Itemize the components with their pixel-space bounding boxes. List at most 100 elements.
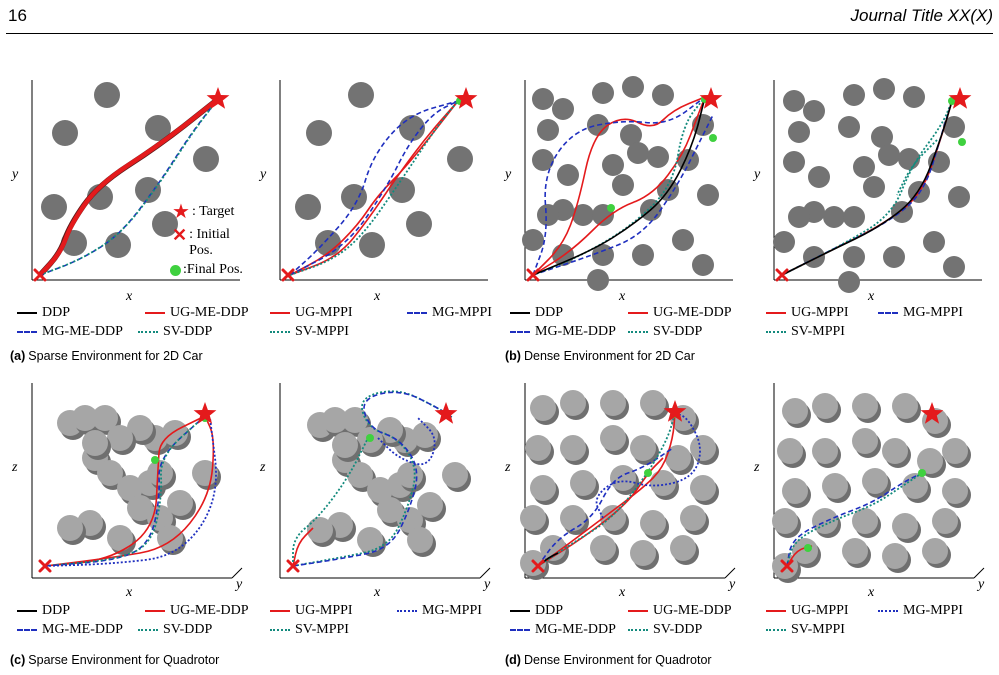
legend-item-mg-me-ddp: MG-ME-DDP	[17, 324, 123, 340]
final-annotation: :Final Pos.	[170, 262, 243, 278]
obstacle	[627, 142, 649, 164]
obstacle	[307, 517, 333, 543]
obstacle	[322, 407, 348, 433]
obstacle	[812, 393, 838, 419]
legend-item-mg-me-ddp: MG-ME-DDP	[17, 622, 123, 638]
legend-swatch	[270, 331, 290, 333]
caption-a: (a)Sparse Environment for 2D Car	[10, 349, 203, 363]
z-axis-label: z	[11, 460, 18, 475]
obstacle	[147, 460, 173, 486]
page-header: 16 Journal Title XX(X)	[0, 0, 999, 36]
obstacle	[82, 430, 108, 456]
obstacle	[117, 475, 143, 501]
obstacle	[520, 505, 546, 531]
obstacles	[307, 407, 471, 557]
obstacle	[863, 176, 885, 198]
legend-item-ddp: DDP	[510, 603, 563, 619]
obstacle	[665, 445, 691, 471]
obstacle	[590, 535, 616, 561]
obstacle	[600, 390, 626, 416]
obstacles	[295, 82, 473, 258]
legend-swatch	[17, 610, 37, 612]
obstacle	[892, 393, 918, 419]
legend-swatch	[17, 629, 37, 631]
final-position-marker	[804, 544, 812, 552]
obstacle	[882, 438, 908, 464]
legend-item-sv-ddp: SV-DDP	[628, 622, 702, 638]
obstacle	[530, 395, 556, 421]
mg-trajectory	[289, 100, 459, 276]
obstacle	[592, 82, 614, 104]
obstacle	[630, 435, 656, 461]
obstacle	[162, 420, 188, 446]
obstacle	[417, 492, 443, 518]
target-star	[206, 87, 230, 109]
obstacle	[107, 525, 133, 551]
legend-item-mg-mppi: MG-MPPI	[878, 305, 963, 321]
legend-b-ddp: DDP UG-ME-DDP MG-ME-DDP SV-DDP	[505, 305, 750, 345]
obstacle	[822, 473, 848, 499]
sv-trajectory	[786, 472, 923, 567]
sv-trajectory	[39, 98, 219, 276]
mg-trajectory	[532, 96, 706, 276]
obstacle	[873, 78, 895, 100]
obstacle	[560, 505, 586, 531]
obstacle	[167, 490, 193, 516]
obstacle	[377, 497, 403, 523]
obstacle	[367, 477, 393, 503]
obstacle	[792, 538, 818, 564]
obstacle	[407, 527, 433, 553]
obstacle	[570, 470, 596, 496]
obstacle	[782, 398, 808, 424]
y-axis-label: y	[234, 577, 243, 592]
legend-item-ddp: DDP	[17, 603, 70, 619]
legend-swatch	[510, 629, 530, 631]
caption-d: (d)Dense Environment for Quadrotor	[505, 653, 712, 667]
legend-item-ug-me-ddp: UG-ME-DDP	[628, 603, 732, 619]
obstacle	[630, 540, 656, 566]
x-axis-label: x	[618, 289, 626, 304]
panel-a-annotations: ★: Target ✕: Initial Pos. :Final Pos.	[170, 201, 252, 283]
legend-item-mg-me-ddp: MG-ME-DDP	[510, 622, 616, 638]
final-position-marker	[958, 138, 966, 146]
obstacle	[871, 126, 893, 148]
target-annotation-icon: ★	[172, 201, 190, 223]
obstacle	[442, 462, 468, 488]
final-annotation-icon	[170, 264, 181, 276]
legend-swatch	[270, 312, 290, 314]
header-rule	[6, 33, 993, 34]
obstacle	[917, 448, 943, 474]
obstacle	[537, 119, 559, 141]
obstacle	[560, 390, 586, 416]
legend-item-ug-me-ddp: UG-ME-DDP	[628, 305, 732, 321]
obstacle	[592, 244, 614, 266]
legend-d-mppi: UG-MPPI MG-MPPI SV-MPPI	[758, 603, 993, 643]
obstacle	[41, 194, 67, 220]
obstacle	[783, 90, 805, 112]
obstacle	[672, 229, 694, 251]
target-star	[663, 400, 687, 422]
legend-item-ug-me-ddp: UG-ME-DDP	[145, 603, 249, 619]
sv-trajectory	[292, 437, 369, 566]
legend-swatch	[270, 629, 290, 631]
obstacle	[943, 256, 965, 278]
obstacle	[838, 271, 860, 293]
obstacle	[57, 515, 83, 541]
legend-swatch	[628, 312, 648, 314]
initial-position-cross	[775, 268, 789, 282]
obstacle	[852, 508, 878, 534]
plot-svg: zxy	[504, 383, 736, 600]
legend-item-ug-me-ddp: UG-ME-DDP	[145, 305, 249, 321]
obstacle	[522, 229, 544, 251]
plot-svg: yx	[752, 78, 982, 304]
obstacle	[612, 174, 634, 196]
obstacle	[602, 154, 624, 176]
obstacle	[943, 116, 965, 138]
x-axis-label: x	[125, 585, 133, 600]
legend-swatch	[628, 331, 648, 333]
mg-trajectory	[44, 415, 206, 567]
obstacle	[883, 246, 905, 268]
obstacle	[922, 538, 948, 564]
ug-trajectory	[537, 412, 676, 567]
target-star	[948, 87, 972, 109]
